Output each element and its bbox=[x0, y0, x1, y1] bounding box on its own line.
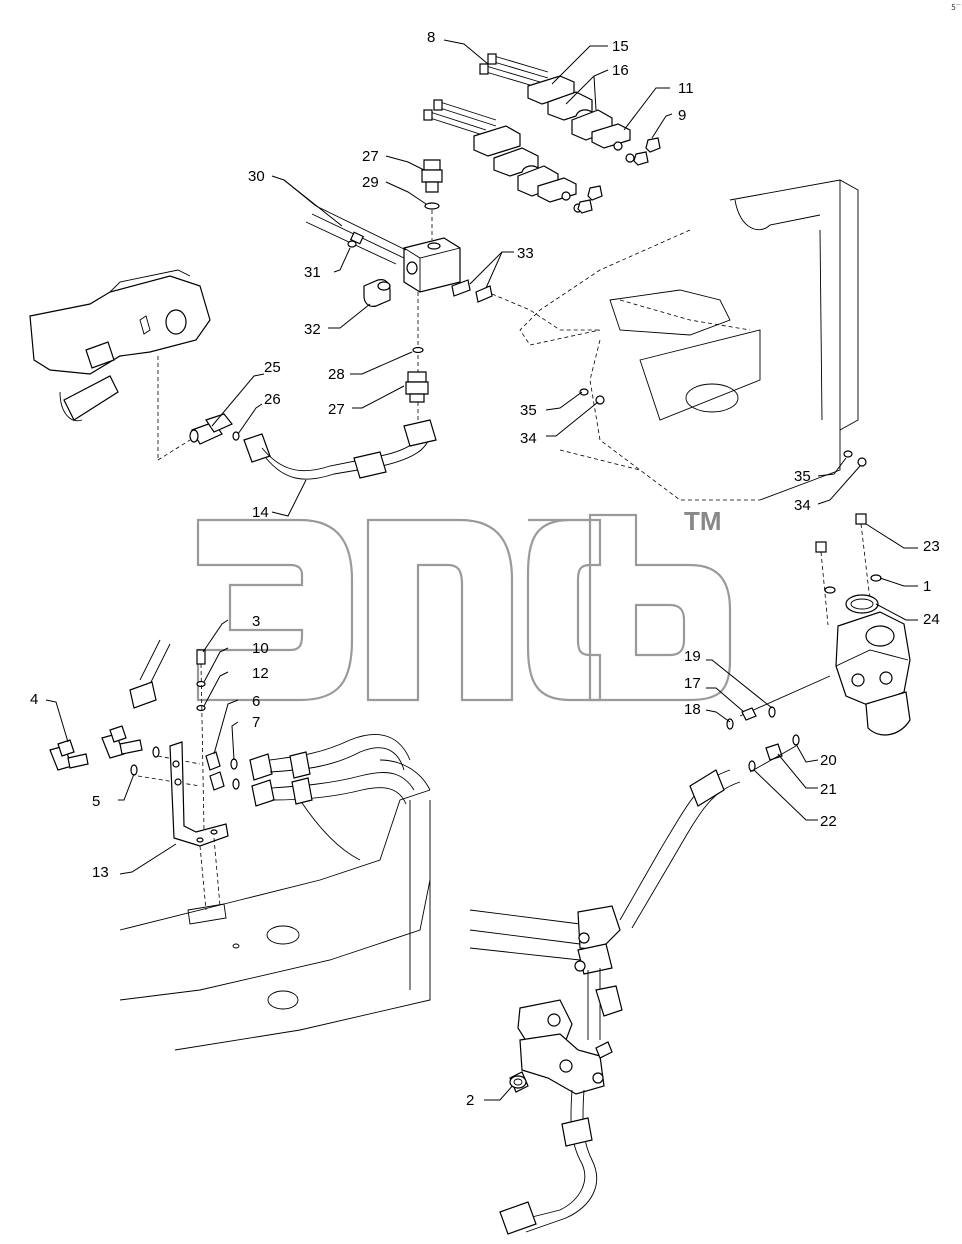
seal-24 bbox=[845, 594, 879, 614]
bolt-8b bbox=[487, 53, 549, 79]
o-ring-29 bbox=[424, 202, 440, 210]
washer-26 bbox=[232, 431, 240, 441]
callout-2: 2 bbox=[466, 1092, 474, 1109]
fitting-27-bottom bbox=[405, 371, 429, 403]
callout-11: 11 bbox=[678, 80, 694, 97]
watermark-letter-c bbox=[526, 518, 602, 702]
washer-1b bbox=[870, 574, 882, 582]
banjo-fitting-2 bbox=[509, 1075, 527, 1089]
nuts-6-washers-7 bbox=[205, 751, 240, 791]
callout-29: 29 bbox=[362, 174, 379, 191]
callout-25: 25 bbox=[264, 359, 281, 376]
nut-9b bbox=[633, 151, 649, 166]
callout-21: 21 bbox=[820, 781, 837, 798]
o-ring-28 bbox=[412, 346, 424, 354]
callout-24: 24 bbox=[923, 611, 940, 628]
tee-fitting-4 bbox=[49, 739, 89, 771]
callout-4: 4 bbox=[30, 691, 38, 708]
tee-block bbox=[403, 237, 461, 293]
upper-frame-ghost bbox=[519, 179, 859, 501]
callout-10: 10 bbox=[252, 640, 269, 657]
bracket-13 bbox=[169, 741, 229, 925]
watermark-letter-b bbox=[588, 513, 732, 702]
callout-13: 13 bbox=[92, 864, 109, 881]
callout-23: 23 bbox=[923, 538, 940, 555]
callout-35-upper: 35 bbox=[520, 402, 537, 419]
callout-16: 16 bbox=[612, 62, 629, 79]
nut-9a bbox=[645, 137, 661, 153]
corner-mark: 5̅ bbox=[951, 3, 956, 12]
fittings-17-18-21-22 bbox=[726, 706, 800, 773]
watermark-logo: TM bbox=[196, 506, 732, 702]
bolt-8a bbox=[479, 63, 541, 89]
lower-valve-manifold bbox=[499, 999, 613, 1235]
callout-15: 15 bbox=[612, 38, 629, 55]
pressure-line bbox=[739, 675, 831, 717]
watermark-trademark: TM bbox=[684, 506, 722, 536]
callout-35-lower: 35 bbox=[794, 468, 811, 485]
bolt-3-washers bbox=[196, 649, 206, 831]
tee-fitting-4b bbox=[101, 725, 143, 759]
tube-33 bbox=[451, 279, 600, 331]
callout-19: 19 bbox=[684, 648, 701, 665]
callout-9: 9 bbox=[678, 107, 686, 124]
washer-5 bbox=[130, 764, 138, 776]
callout-18: 18 bbox=[684, 701, 701, 718]
hose-upper-left bbox=[129, 639, 171, 709]
hose-14 bbox=[243, 419, 437, 480]
watermark-letter-e bbox=[196, 518, 354, 702]
callout-17: 17 bbox=[684, 675, 701, 692]
washer-1a bbox=[824, 586, 836, 594]
callout-33: 33 bbox=[517, 245, 534, 262]
callout-34-lower: 34 bbox=[794, 497, 811, 514]
callout-22: 22 bbox=[820, 813, 837, 830]
hoses-lower-left bbox=[249, 734, 415, 807]
washer-31 bbox=[347, 240, 357, 248]
control-valve-block bbox=[469, 905, 623, 1040]
callout-6: 6 bbox=[252, 693, 260, 710]
callout-14: 14 bbox=[252, 504, 269, 521]
plug-32 bbox=[363, 279, 391, 307]
callout-8: 8 bbox=[427, 29, 435, 46]
steering-motor-body bbox=[835, 611, 911, 736]
tube-30 bbox=[305, 205, 407, 265]
callout-12: 12 bbox=[252, 665, 269, 682]
watermark-letter-p bbox=[366, 518, 514, 702]
fitting-27-top bbox=[421, 159, 443, 193]
lower-axle-ghost bbox=[119, 759, 431, 1051]
clamp-half-16a bbox=[547, 91, 593, 121]
bolts-23 bbox=[815, 513, 871, 626]
callout-30: 30 bbox=[248, 168, 265, 185]
washer-11a bbox=[613, 141, 623, 151]
callout-31: 31 bbox=[304, 264, 321, 281]
callout-3: 3 bbox=[252, 613, 260, 630]
callout-32: 32 bbox=[304, 321, 321, 338]
callout-labels: 8 15 16 11 9 27 29 30 33 31 32 25 28 26 … bbox=[30, 29, 940, 1109]
washer-11b bbox=[625, 153, 635, 163]
plate-11 bbox=[591, 123, 631, 149]
callout-26: 26 bbox=[264, 391, 281, 408]
callout-34-upper: 34 bbox=[520, 430, 537, 447]
clamp-assembly-lower bbox=[423, 99, 603, 214]
callout-27-bottom: 27 bbox=[328, 401, 345, 418]
clamp-assembly-upper bbox=[479, 53, 661, 166]
callout-27-top: 27 bbox=[362, 148, 379, 165]
steering-valve-assembly bbox=[29, 269, 211, 461]
callout-5: 5 bbox=[92, 793, 100, 810]
callout-7: 7 bbox=[252, 714, 260, 731]
leader-lines bbox=[45, 39, 918, 1101]
callout-28: 28 bbox=[328, 366, 345, 383]
elbow-fitting-25 bbox=[189, 413, 233, 445]
washer-35-nut-34-lower bbox=[843, 450, 867, 467]
callout-1: 1 bbox=[923, 578, 931, 595]
return-hose bbox=[619, 769, 741, 929]
callout-20: 20 bbox=[820, 752, 837, 769]
